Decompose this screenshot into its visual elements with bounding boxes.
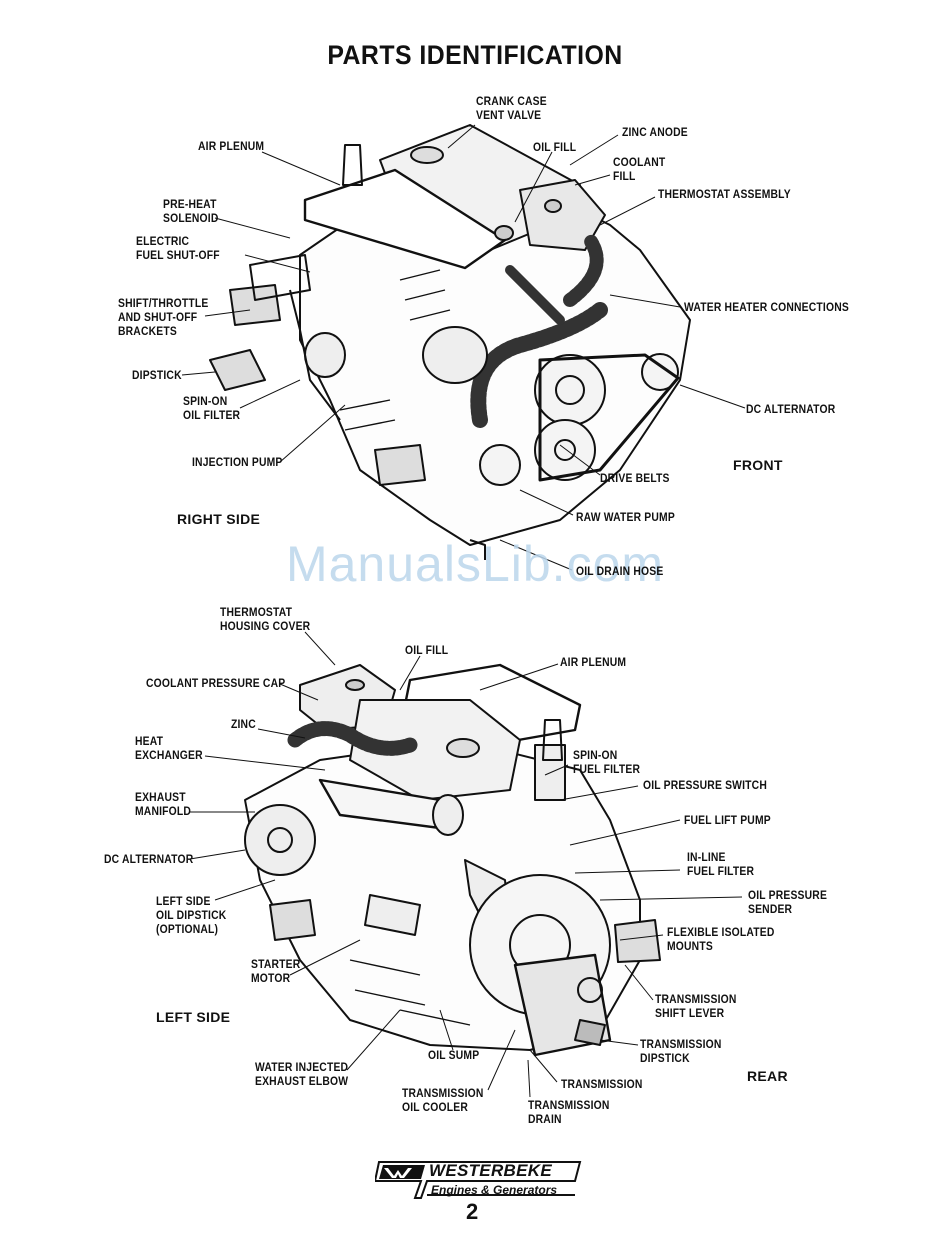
- label-shift-throttle-brackets: SHIFT/THROTTLE AND SHUT-OFF BRACKETS: [118, 298, 209, 338]
- logo-tagline: Engines & Generators: [431, 1183, 558, 1197]
- label-transmission-drain: TRANSMISSION DRAIN: [528, 1100, 610, 1126]
- view-label-left-side: LEFT SIDE: [156, 1009, 231, 1025]
- label-electric-fuel-shutoff: ELECTRIC FUEL SHUT-OFF: [136, 236, 220, 262]
- label-oil-pressure-switch: OIL PRESSURE SWITCH: [643, 780, 768, 792]
- view-label-rear: REAR: [747, 1068, 788, 1084]
- label-exhaust-manifold: EXHAUST MANIFOLD: [135, 792, 192, 818]
- label-crank-case-vent-valve: CRANK CASE VENT VALVE: [476, 96, 547, 122]
- label-spin-on-fuel-filter: SPIN-ON FUEL FILTER: [573, 750, 641, 776]
- label-pre-heat-solenoid: PRE-HEAT SOLENOID: [163, 199, 219, 225]
- label-oil-sump: OIL SUMP: [428, 1050, 480, 1062]
- label-transmission-shift-lever: TRANSMISSION SHIFT LEVER: [655, 994, 737, 1020]
- label-water-heater-connections: WATER HEATER CONNECTIONS: [684, 302, 849, 314]
- label-oil-fill-rear: OIL FILL: [405, 645, 449, 657]
- page-title: PARTS IDENTIFICATION: [327, 40, 623, 70]
- westerbeke-logo: WESTERBEKE Engines & Generators: [373, 1160, 585, 1200]
- label-spin-on-oil-filter: SPIN-ON OIL FILTER: [183, 396, 241, 422]
- label-dipstick: DIPSTICK: [132, 370, 182, 382]
- watermark: ManualsLib.com: [285, 536, 665, 592]
- label-starter-motor: STARTER MOTOR: [251, 959, 301, 985]
- westerbeke-emblem-icon: [373, 1161, 582, 1199]
- top-engine-drawing: [209, 124, 691, 560]
- label-fuel-lift-pump: FUEL LIFT PUMP: [684, 815, 771, 827]
- label-oil-pressure-sender: OIL PRESSURE SENDER: [748, 890, 828, 916]
- logo-brand: WESTERBEKE: [429, 1161, 552, 1180]
- label-thermostat-housing-cover: THERMOSTAT HOUSING COVER: [220, 607, 311, 633]
- label-left-side-oil-dipstick: LEFT SIDE OIL DIPSTICK (OPTIONAL): [156, 896, 227, 936]
- label-oil-fill: OIL FILL: [533, 142, 577, 154]
- label-injection-pump: INJECTION PUMP: [192, 457, 283, 469]
- label-coolant-pressure-cap: COOLANT PRESSURE CAP: [146, 678, 286, 690]
- view-label-front: FRONT: [733, 457, 783, 473]
- view-label-right-side: RIGHT SIDE: [177, 511, 261, 527]
- label-transmission-dipstick: TRANSMISSION DIPSTICK: [640, 1039, 722, 1065]
- leader-lines: [181, 124, 746, 1098]
- label-thermostat-assembly: THERMOSTAT ASSEMBLY: [658, 189, 791, 201]
- page-number: 2: [466, 1199, 479, 1224]
- label-water-injected-exhaust-elbow: WATER INJECTED EXHAUST ELBOW: [255, 1062, 349, 1088]
- label-dc-alternator-rear: DC ALTERNATOR: [104, 854, 194, 866]
- label-drive-belts: DRIVE BELTS: [600, 473, 670, 485]
- label-heat-exchanger: HEAT EXCHANGER: [135, 736, 203, 762]
- bottom-engine-drawing: [244, 663, 661, 1057]
- label-raw-water-pump: RAW WATER PUMP: [576, 512, 675, 524]
- label-air-plenum: AIR PLENUM: [198, 141, 265, 153]
- label-air-plenum-rear: AIR PLENUM: [560, 657, 627, 669]
- label-in-line-fuel-filter: IN-LINE FUEL FILTER: [687, 852, 755, 878]
- label-zinc: ZINC: [231, 719, 256, 731]
- label-transmission: TRANSMISSION: [561, 1079, 643, 1091]
- label-coolant-fill: COOLANT FILL: [613, 157, 666, 183]
- label-flexible-isolated-mounts: FLEXIBLE ISOLATED MOUNTS: [667, 927, 775, 953]
- label-dc-alternator-top: DC ALTERNATOR: [746, 404, 836, 416]
- label-transmission-oil-cooler: TRANSMISSION OIL COOLER: [402, 1088, 484, 1114]
- label-zinc-anode: ZINC ANODE: [622, 127, 688, 139]
- label-oil-drain-hose: OIL DRAIN HOSE: [576, 566, 664, 578]
